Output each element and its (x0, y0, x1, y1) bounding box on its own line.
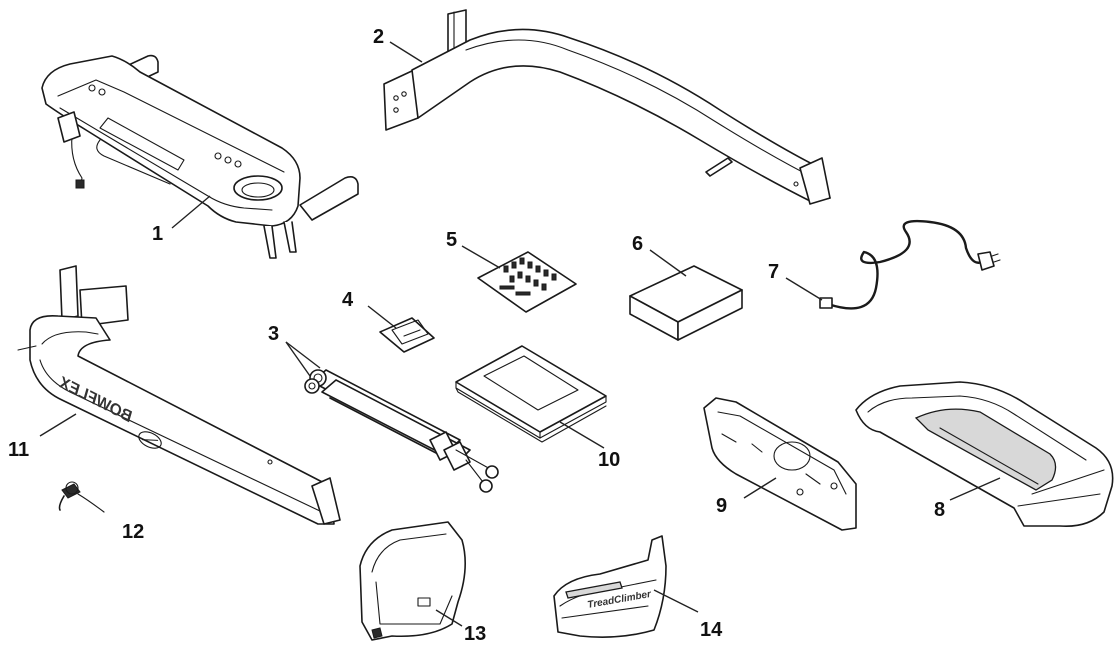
callout-3: 3 (268, 323, 279, 345)
leader-6 (649, 249, 687, 277)
callout-9: 9 (716, 495, 727, 517)
callout-13: 13 (464, 623, 486, 645)
part-7-power-cord (819, 219, 1001, 310)
leader-11 (39, 413, 77, 437)
part-6-box (629, 265, 743, 341)
callout-7: 7 (768, 261, 779, 283)
callout-4: 4 (342, 289, 354, 311)
part-4-small-bracket (379, 317, 435, 353)
callout-2: 2 (373, 26, 384, 48)
callout-1: 1 (152, 223, 163, 245)
leader-13 (435, 609, 463, 627)
callout-14: 14 (700, 619, 723, 641)
leader-7 (785, 277, 823, 301)
callout-6: 6 (632, 233, 643, 255)
leader-8 (949, 477, 1001, 501)
callout-8: 8 (934, 499, 945, 521)
part-13-side-cover (359, 521, 466, 641)
part-1-console-assembly (41, 54, 359, 259)
callout-10: 10 (598, 449, 620, 471)
leader-9 (743, 477, 777, 499)
part-14-branded-side-cover: TreadClimber (553, 535, 667, 638)
part-11-upright-rail-left: BOWFLEX (17, 265, 341, 525)
part-3-hydraulic-cylinders (304, 369, 499, 493)
leader-4 (367, 305, 397, 329)
part-9-rear-shroud (703, 397, 857, 531)
leader-1 (171, 195, 211, 229)
leader-14 (653, 589, 699, 613)
leader-3b (285, 341, 321, 369)
part-10-manual (455, 345, 607, 443)
part-2-upright-rail-right (383, 9, 831, 205)
part-5-hardware-card (477, 251, 577, 313)
callout-5: 5 (446, 229, 457, 251)
leader-10 (559, 421, 605, 449)
part-12-safety-key (58, 481, 105, 513)
logo-emblem-icon (138, 431, 162, 449)
callout-11: 11 (8, 439, 29, 461)
leader-5 (461, 245, 501, 269)
part-8-hood-shroud (855, 381, 1114, 528)
leader-3a (285, 341, 311, 377)
leader-2 (389, 41, 423, 63)
callout-12: 12 (122, 521, 144, 543)
